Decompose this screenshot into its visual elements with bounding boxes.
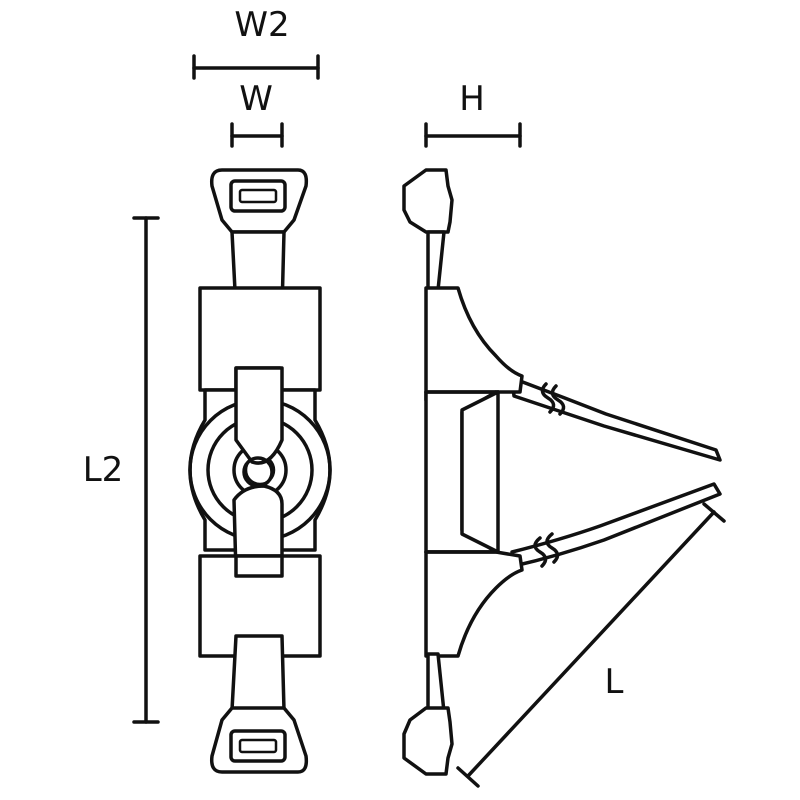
- dimension-w2: W2: [192, 5, 320, 80]
- dimension-label-l2: L2: [83, 450, 124, 490]
- dimension-l: L: [456, 502, 726, 788]
- side-upper-strap: [510, 376, 722, 462]
- front-bottom-eyelet-slot: [229, 729, 287, 763]
- front-upper-tongue-top: [234, 366, 284, 465]
- dimension-label-l: L: [605, 662, 624, 702]
- dimension-label-w: W: [239, 79, 273, 119]
- front-lower-tongue: [232, 484, 284, 576]
- dimension-h: H: [424, 79, 522, 148]
- side-main-body: [424, 286, 524, 402]
- front-bottom-strap-neck: [230, 634, 286, 712]
- side-lower-fin: [424, 550, 524, 658]
- side-top-cap: [402, 168, 454, 234]
- dimension-label-w2: W2: [234, 5, 289, 45]
- side-bottom-cap: [402, 706, 454, 776]
- side-view: [402, 168, 722, 776]
- front-top-eyelet-slot: [229, 179, 287, 213]
- dimension-w: W: [230, 79, 284, 148]
- front-view: [188, 168, 332, 774]
- front-top-block: [198, 286, 322, 392]
- dimension-l2: L2: [83, 216, 160, 724]
- dimension-label-h: H: [459, 79, 485, 119]
